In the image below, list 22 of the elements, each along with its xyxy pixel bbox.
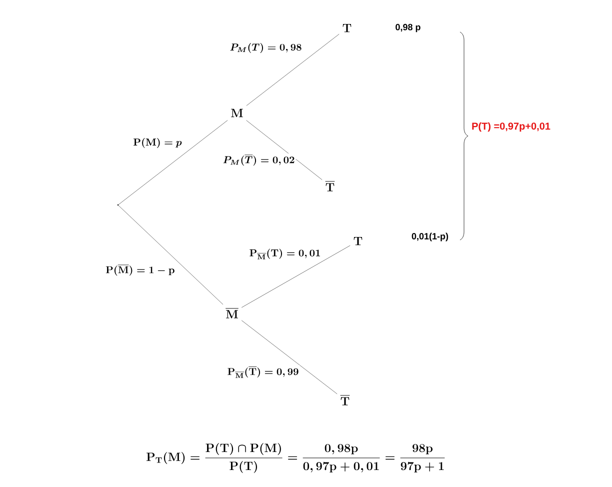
branch-line — [118, 120, 228, 205]
outcome-label: $\overline{\mathbf{M}}$ — [226, 308, 238, 318]
branch-line — [246, 120, 322, 180]
branch-line — [241, 320, 338, 394]
edge-label: $\mathrm{\mathbf{P(M) =}}\ p$ — [132, 137, 183, 149]
outcome-label: $\overline{\mathbf{T}}$ — [340, 395, 350, 406]
formula: $\mathbf{P_T(M) = \frac{P(T) \cap P(M)}{P(T)} = \frac{0,98p}{0,97p + 0,01} = \frac{98p}{97p + 1}}$ — [146, 442, 445, 474]
probability-label: 0,01(1-p) — [412, 232, 448, 242]
outcome-label: $\overline{\mathbf{T}}$ — [325, 181, 335, 192]
probability-label: 0,98 p — [396, 24, 420, 32]
branch-line — [246, 34, 340, 106]
edge-label: $\mathbf{P_{\overline{M}}(T) = 0,01}$ — [248, 248, 322, 260]
outcome-label: $\mathbf{M}$ — [231, 108, 243, 118]
edge-label: $\mathbf{P_{\overline{M}}(\overline{T}) = 0,99}$ — [226, 365, 300, 379]
edge-label: $P_M(\overline{T}) = 0,02$ — [222, 153, 296, 167]
result-label: P(T) =0,97p+0,01 — [472, 122, 550, 132]
outcome-label: $\mathbf{T}$ — [354, 237, 362, 246]
outcome-label: $\mathbf{T}$ — [342, 24, 352, 32]
edge-label: $P_M(T) = 0,98$ — [228, 42, 303, 54]
branch-line — [118, 205, 224, 305]
branch-line — [241, 245, 350, 308]
edge-label: $\mathbf{P(\overline{M}) = 1 - p}$ — [104, 263, 176, 277]
